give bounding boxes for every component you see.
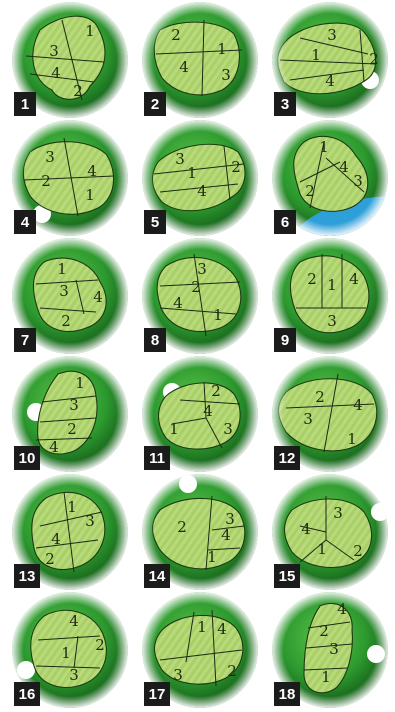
hole-number-label: 18 <box>279 686 296 703</box>
hole-number-label: 2 <box>151 96 159 113</box>
green-card-14: 234114 <box>142 474 258 590</box>
green-card-5: 32145 <box>142 120 258 236</box>
hole-number-label: 4 <box>21 214 30 231</box>
green-card-3: 31243 <box>272 2 388 118</box>
green-card-9: 21439 <box>272 238 388 354</box>
hole-number-label: 10 <box>19 450 36 467</box>
green-card-12: 243112 <box>272 356 388 472</box>
hole-number-label: 7 <box>21 332 29 349</box>
hole-number-label: 8 <box>151 332 159 349</box>
green-card-2: 21432 <box>142 2 258 118</box>
hole-number-label: 14 <box>149 568 166 585</box>
hole-number-label: 5 <box>151 214 159 231</box>
green-card-17: 143217 <box>142 592 258 708</box>
green-card-16: 421316 <box>12 592 128 708</box>
hole-number-label: 11 <box>149 450 165 467</box>
hole-number-label: 6 <box>281 214 289 231</box>
green-card-15: 431215 <box>272 474 389 590</box>
hole-number-label: 13 <box>19 568 36 585</box>
green-card-1: 13421 <box>12 2 128 118</box>
green-card-18: 423118 <box>272 592 388 708</box>
green-card-6: 14326 <box>272 120 390 238</box>
hole-number-label: 17 <box>149 686 166 703</box>
hole-number-label: 1 <box>21 96 29 113</box>
green-card-7: 13427 <box>12 238 128 354</box>
green-card-13: 134213 <box>12 474 128 590</box>
green-card-11: 241311 <box>142 356 258 472</box>
hole-number-label: 9 <box>281 332 289 349</box>
hole-number-label: 15 <box>279 568 296 585</box>
green-card-4: 34214 <box>12 120 128 236</box>
hole-number-label: 12 <box>279 450 296 467</box>
hole-number-label: 3 <box>281 96 289 113</box>
hole-number-label: 16 <box>19 686 36 703</box>
green-card-8: 32418 <box>142 238 258 354</box>
green-card-10: 132410 <box>12 356 128 472</box>
